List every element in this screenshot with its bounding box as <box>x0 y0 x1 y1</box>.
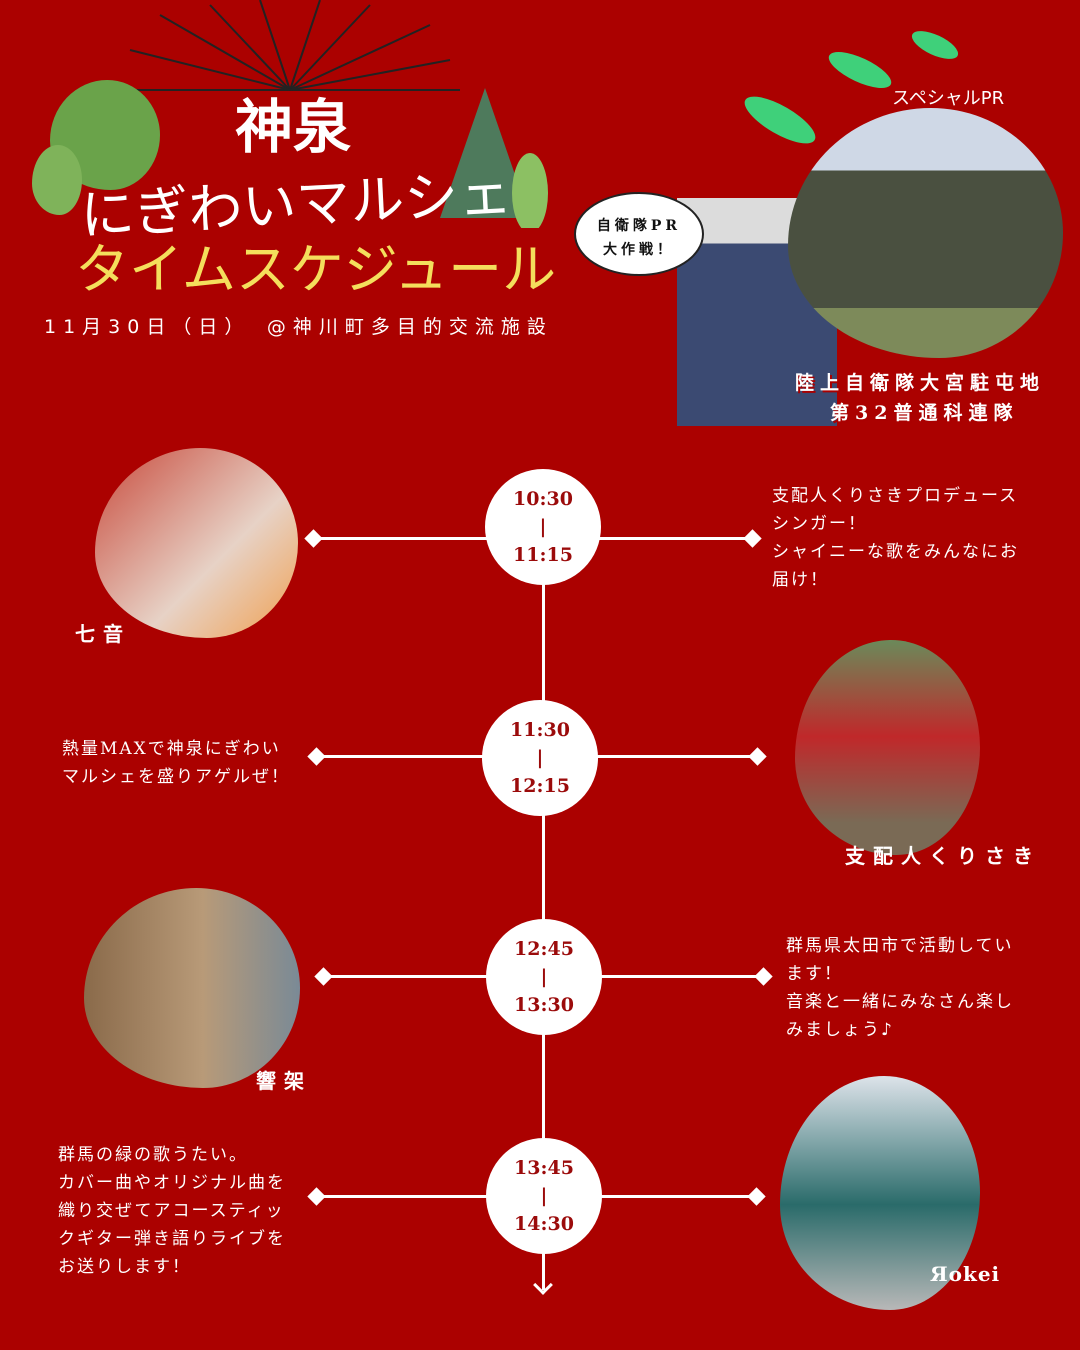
performer-name: 支配人くりさき <box>845 844 1041 868</box>
performer-photo <box>84 888 300 1088</box>
event-info: 11月30日（日） @神川町多目的交流施設 <box>44 316 553 338</box>
start-time: 11:30 <box>510 719 570 741</box>
time-slot-4: 13:45|14:30 <box>486 1138 602 1254</box>
title-line1: 神泉 <box>235 93 352 161</box>
diamond-marker <box>314 967 333 986</box>
diamond-marker <box>748 747 767 766</box>
start-time: 12:45 <box>514 938 574 960</box>
speech-bubble: 自衛隊PR 大作戦！ <box>574 192 704 276</box>
bubble-text-2: 大作戦！ <box>603 242 675 258</box>
performer-photo <box>95 448 298 638</box>
skydiver-illustration <box>744 31 959 144</box>
diamond-marker <box>307 1187 326 1206</box>
start-time: 13:45 <box>514 1157 574 1179</box>
diamond-marker <box>743 529 762 548</box>
performer-description: 群馬の緑の歌うたい。カバー曲やオリジナル曲を織り交ぜてアコースティックギター弾き… <box>58 1145 286 1277</box>
end-time: 11:15 <box>513 544 573 566</box>
performer-name: 響架 <box>256 1069 312 1093</box>
end-time: 13:30 <box>514 994 574 1016</box>
time-slot-1: 10:30|11:15 <box>485 469 601 585</box>
timeline-arrow-icon <box>533 1275 553 1295</box>
performer-description: 支配人くりさきプロデュースシンガー！シャイニーな歌をみんなにお届け！ <box>772 486 1019 590</box>
sunburst-decoration <box>120 0 460 91</box>
time-slot-3: 12:45|13:30 <box>486 919 602 1035</box>
performer-description: 熱量MAXで神泉にぎわいマルシェを盛りアゲルぜ！ <box>62 739 290 787</box>
bubble-text-1: 自衛隊PR <box>596 218 682 234</box>
tree-icon <box>32 145 82 215</box>
diamond-marker <box>754 967 773 986</box>
end-time: 14:30 <box>514 1213 574 1235</box>
org-line2: 第32普通科連隊 <box>830 402 1019 424</box>
diamond-marker <box>307 747 326 766</box>
diamond-marker <box>747 1187 766 1206</box>
performer-name: Яokei <box>930 1262 1001 1286</box>
org-line1: 陸上自衛隊大宮駐屯地 <box>795 372 1046 394</box>
diamond-marker <box>304 529 323 548</box>
end-time: 12:15 <box>510 775 570 797</box>
performer-photo <box>795 640 980 855</box>
special-pr-label: スペシャルPR <box>892 88 1005 109</box>
performer-photo <box>780 1076 980 1310</box>
start-time: 10:30 <box>513 488 573 510</box>
title-line3: タイムスケジュール <box>75 238 557 301</box>
time-slot-2: 11:30|12:15 <box>482 700 598 816</box>
performer-name: 七音 <box>75 622 131 646</box>
pine-tree-icon <box>440 88 548 228</box>
vehicle-photo <box>788 108 1063 358</box>
performer-description: 群馬県太田市で活動しています！音楽と一緒にみなさん楽しみましょう♪ <box>786 936 1014 1040</box>
